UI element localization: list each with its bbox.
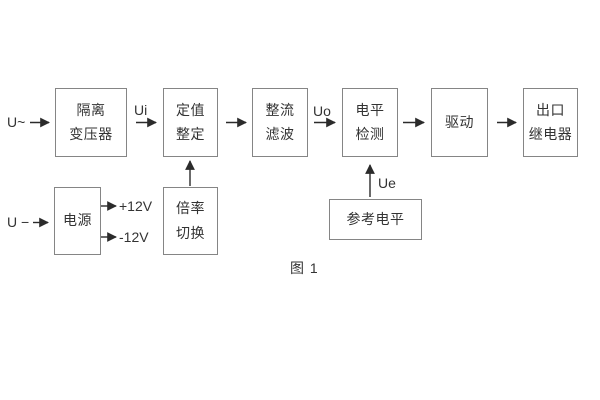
- signal-label-u-ac: U~: [7, 114, 26, 130]
- block-driver: 驱动: [431, 88, 488, 157]
- block-label: 出口: [536, 101, 565, 118]
- figure-caption: 图 1: [290, 260, 319, 276]
- block-label: 驱动: [445, 113, 474, 130]
- block-output-relay: 出口 继电器: [523, 88, 578, 157]
- block-label: 变压器: [69, 126, 113, 142]
- block-label: 整流: [265, 101, 295, 118]
- block-label: 滤波: [265, 126, 295, 142]
- block-label: 定值: [176, 101, 205, 118]
- block-setting-adjust: 定值 整定: [163, 88, 218, 157]
- block-isolation-transformer: 隔离 变压器: [55, 88, 127, 157]
- block-label: 电平: [355, 101, 385, 118]
- signal-label-u-dc: U −: [7, 214, 30, 230]
- signal-label-uo: Uo: [313, 103, 331, 119]
- block-power-supply: 电源: [54, 187, 101, 255]
- signal-label-ue: Ue: [378, 175, 396, 191]
- block-label: 倍率: [176, 200, 205, 217]
- block-label: 切换: [176, 224, 205, 241]
- block-ratio-switch: 倍率 切换: [163, 187, 218, 255]
- block-label: 检测: [355, 126, 385, 142]
- block-label: 继电器: [528, 126, 573, 142]
- signal-label-ui: Ui: [134, 102, 148, 118]
- block-reference-level: 参考电平: [329, 199, 422, 240]
- block-label: 隔离: [76, 101, 106, 118]
- block-label: 参考电平: [346, 210, 405, 227]
- block-label: 整定: [176, 126, 205, 142]
- block-label: 电源: [63, 212, 92, 229]
- block-rectifier-filter: 整流 滤波: [252, 88, 308, 157]
- block-level-detect: 电平 检测: [342, 88, 398, 157]
- signal-label-minus12v: -12V: [119, 229, 149, 245]
- signal-label-plus12v: +12V: [119, 198, 153, 214]
